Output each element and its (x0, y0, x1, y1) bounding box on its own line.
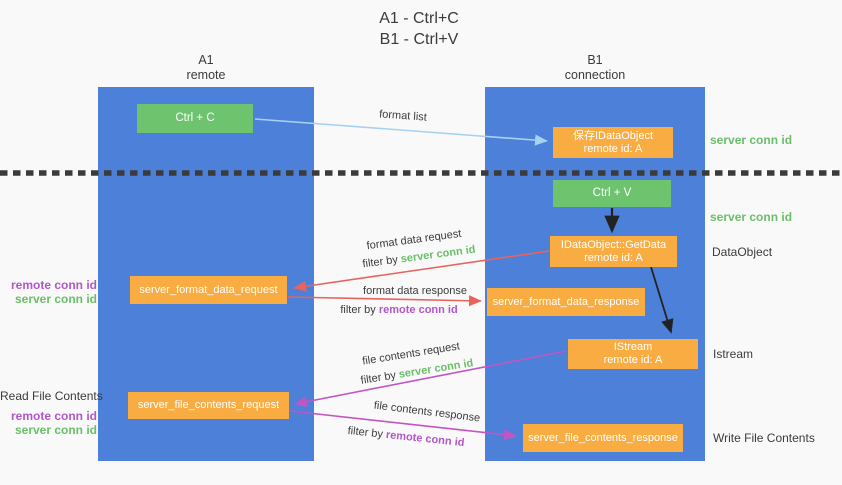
istream-line2: remote id: A (603, 354, 663, 366)
ctrl-c-node: Ctrl + C (137, 104, 253, 133)
server-format-data-response-node: server_format_data_response (487, 288, 645, 316)
read-file-contents-label: Read File Contents (0, 389, 103, 403)
format-data-response-label: format data response (363, 285, 467, 297)
save-idataobject-line1: 保存IDataObject (572, 129, 654, 142)
server-file-contents-request-node: server_file_contents_request (128, 392, 289, 419)
server-format-data-request-label: server_format_data_request (139, 283, 278, 296)
server-file-contents-response-node: server_file_contents_response (523, 424, 683, 452)
lane-a1-subtitle: remote (186, 68, 226, 82)
dataobject-label: DataObject (712, 245, 773, 259)
istream-side-label: Istream (713, 347, 754, 361)
title-line-1: A1 - Ctrl+C (379, 10, 459, 27)
write-file-contents-label: Write File Contents (713, 431, 815, 445)
file-contents-response-filter-label: filter by remote conn id (347, 425, 465, 449)
remote-conn-id-label-top: remote conn id (10, 278, 97, 292)
diagram-title: A1 - Ctrl+C B1 - Ctrl+V (319, 8, 519, 50)
filter-by-text: filter by (347, 424, 387, 441)
file-contents-response-label: file contents response (373, 399, 481, 425)
remote-conn-id-key: remote conn id (385, 428, 465, 450)
server-conn-id-label-left-top: server conn id (14, 292, 97, 306)
filter-by-text: filter by (359, 368, 400, 387)
server-conn-id-key: server conn id (400, 243, 477, 266)
format-list-label: format list (378, 108, 428, 124)
left-conn-id-block-bottom: Read File Contents remote conn id server… (0, 389, 103, 437)
server-format-data-request-node: server_format_data_request (130, 276, 287, 304)
getdata-line2: remote id: A (584, 251, 643, 264)
istream-node: IStream remote id: A (568, 339, 698, 369)
server-file-contents-request-label: server_file_contents_request (137, 399, 280, 411)
remote-conn-id-label-bottom: remote conn id (10, 409, 97, 423)
format-data-response-filter-label: filter by remote conn id (340, 304, 457, 316)
getdata-line1: IDataObject::GetData (560, 238, 667, 251)
server-conn-id-label-mid: server conn id (710, 210, 793, 224)
istream-line1: IStream (613, 341, 653, 353)
idataobject-getdata-node: IDataObject::GetData remote id: A (550, 236, 677, 267)
remote-conn-id-key: remote conn id (378, 304, 458, 316)
server-conn-id-label-left-bottom: server conn id (14, 423, 97, 437)
lane-a1-header: A1 remote (98, 53, 314, 83)
ctrl-v-label: Ctrl + V (592, 187, 632, 199)
server-conn-id-key: server conn id (397, 357, 475, 381)
filter-by-text: filter by (361, 253, 402, 271)
server-format-data-response-label: server_format_data_response (492, 295, 640, 308)
server-conn-id-label-top: server conn id (710, 133, 793, 147)
left-conn-id-block-top: remote conn id server conn id (0, 278, 97, 306)
filter-by-text: filter by (340, 304, 379, 316)
save-idataobject-node: 保存IDataObject remote id: A (553, 127, 673, 158)
title-line-2: B1 - Ctrl+V (379, 31, 459, 48)
ctrl-v-node: Ctrl + V (553, 180, 671, 207)
save-idataobject-line2: remote id: A (583, 142, 643, 155)
lane-b1-header: B1 connection (485, 53, 705, 83)
ctrl-c-label: Ctrl + C (175, 112, 215, 124)
lane-a1-name: A1 (198, 53, 214, 67)
server-file-contents-response-label: server_file_contents_response (528, 431, 678, 444)
lane-b1-subtitle: connection (564, 68, 626, 82)
format-data-response-arrow (287, 295, 482, 307)
lane-b1-name: B1 (587, 53, 603, 67)
